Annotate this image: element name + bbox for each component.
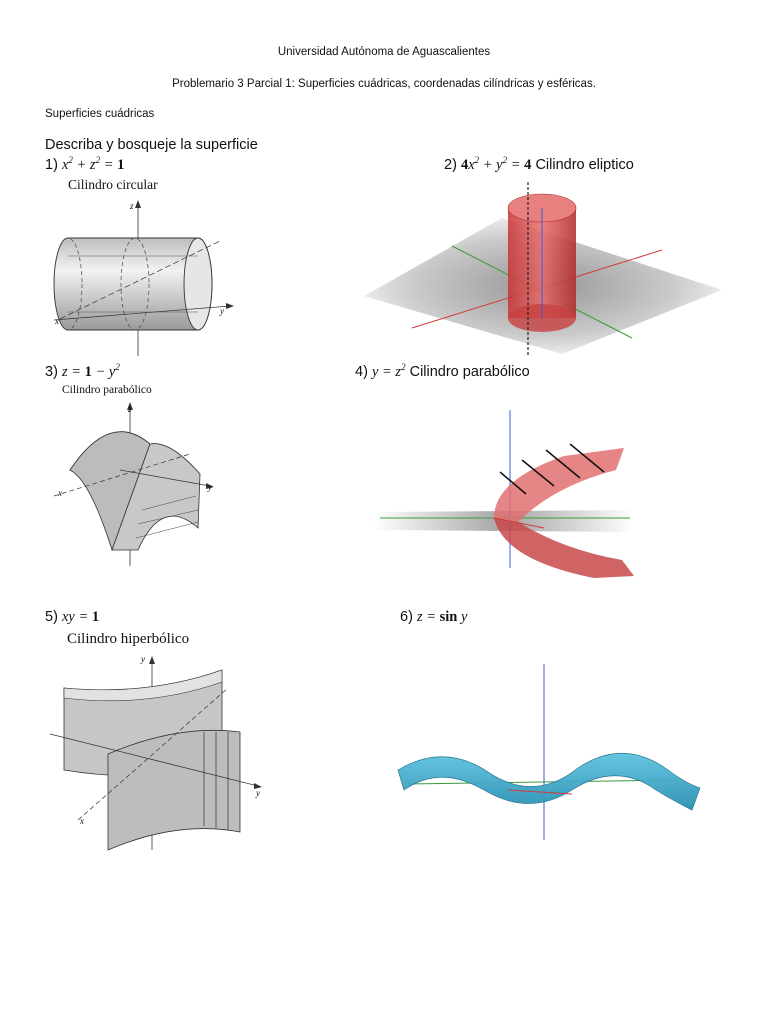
axis-label-x: x [80, 816, 84, 826]
circular-cylinder-figure [53, 200, 234, 356]
problem-2-statement: 2) 4x2 + y2 = 4 Cilindro eliptico [444, 155, 634, 173]
axis-label-y: y [220, 306, 224, 316]
axis-label-x: x [55, 316, 59, 326]
axis-label-x: x [58, 488, 62, 498]
axis-label-z: z [130, 201, 134, 211]
problem-3-statement: 3) z = 1 − y2 [45, 362, 120, 380]
document-subtitle: Problemario 3 Parcial 1: Superficies cuá… [172, 78, 596, 90]
instruction-text: Describa y bosqueje la superficie [45, 137, 258, 153]
problem-2-label: Cilindro eliptico [535, 156, 634, 173]
axis-label-y-right: y [256, 788, 260, 798]
problem-6-statement: 6) z = sin y [400, 609, 468, 625]
axis-label-y-top: y [141, 654, 145, 664]
sine-surface-figure [397, 664, 701, 840]
parabolic-cylinder-figure-4 [374, 410, 634, 578]
problem-5-statement: 5) xy = 1 [45, 609, 100, 625]
parabolic-cylinder-figure-3 [53, 402, 214, 566]
hyperbolic-cylinder-figure [49, 656, 262, 851]
problem-1-statement: 1) x2 + z2 = 1 [45, 155, 125, 173]
problem-5-label: Cilindro hiperbólico [67, 631, 190, 647]
problem-1-label: Cilindro circular [68, 177, 158, 192]
problem-4-label: Cilindro parabólico [409, 363, 530, 380]
university-title: Universidad Autónoma de Aguascalientes [277, 46, 491, 58]
axis-label-z: z [128, 404, 132, 414]
problem-4-statement: 4) y = z2 Cilindro parabólico [355, 362, 530, 380]
axis-label-y: y [208, 482, 212, 492]
section-heading: Superficies cuádricas [45, 108, 155, 120]
elliptic-cylinder-figure [364, 182, 722, 356]
problem-3-label: Cilindro parabólico [62, 384, 152, 396]
